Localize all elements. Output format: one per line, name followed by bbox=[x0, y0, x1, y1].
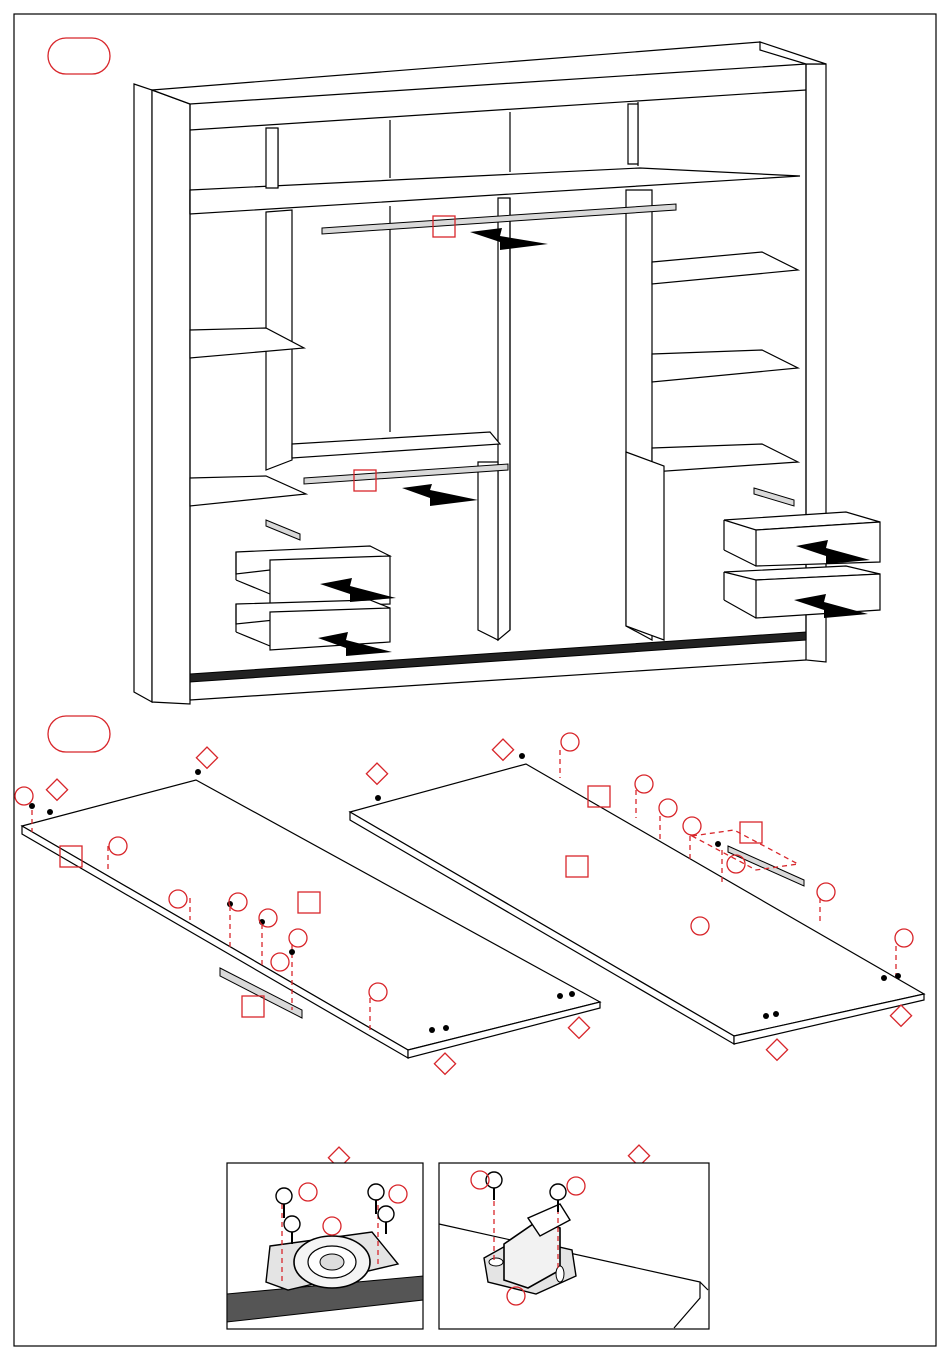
left-side-panel-front bbox=[152, 90, 190, 704]
screw-icon bbox=[569, 991, 575, 997]
screw-icon bbox=[47, 809, 53, 815]
left-side-panel bbox=[134, 84, 152, 702]
upper-shelf bbox=[190, 168, 800, 214]
step-2 bbox=[15, 716, 924, 1074]
callout-circle bbox=[895, 929, 913, 947]
screw-icon bbox=[715, 841, 721, 847]
screw-icon bbox=[289, 949, 295, 955]
callout-diamond bbox=[366, 763, 387, 784]
screw-icon bbox=[195, 769, 201, 775]
push-arrow-icon bbox=[402, 484, 478, 506]
drawer-slide-left bbox=[266, 520, 300, 540]
center-shelf bbox=[292, 432, 500, 458]
callout-circle bbox=[817, 883, 835, 901]
callout-diamond bbox=[890, 1005, 911, 1026]
screw-icon bbox=[773, 1011, 779, 1017]
callout-circle bbox=[683, 817, 701, 835]
left-shelf-2 bbox=[190, 476, 306, 506]
top-panel bbox=[152, 42, 806, 104]
callout-square bbox=[740, 822, 762, 843]
drawer-right-bottom bbox=[724, 566, 880, 618]
right-shelf-1 bbox=[652, 252, 798, 284]
right-lower-cabinet bbox=[626, 452, 664, 640]
screw-icon bbox=[29, 803, 35, 809]
callout-square bbox=[242, 996, 264, 1017]
wardrobe-carcass bbox=[134, 42, 880, 704]
callout-diamond bbox=[434, 1053, 455, 1074]
screw-icon bbox=[443, 1025, 449, 1031]
step-1 bbox=[48, 38, 880, 704]
callout-circle bbox=[15, 787, 33, 805]
callout-diamond bbox=[46, 779, 67, 800]
divider-center bbox=[498, 198, 510, 640]
screw-icon bbox=[429, 1027, 435, 1033]
step-2-badge bbox=[48, 716, 110, 752]
right-shelf-2 bbox=[652, 350, 798, 382]
screw-icon bbox=[519, 753, 525, 759]
detail-box-runner-plate bbox=[227, 1147, 423, 1329]
door-guide-rail bbox=[728, 846, 804, 886]
callout-diamond bbox=[568, 1017, 589, 1038]
callout-circle bbox=[659, 799, 677, 817]
screw-icon bbox=[895, 973, 901, 979]
callout-circle bbox=[635, 775, 653, 793]
callout-circle bbox=[727, 855, 745, 873]
callout-circle bbox=[561, 733, 579, 751]
drawer-slide-right bbox=[754, 488, 794, 506]
screw-icon bbox=[763, 1013, 769, 1019]
drawer-left-bottom bbox=[236, 600, 390, 650]
callout-diamond bbox=[492, 739, 513, 760]
callout-diamond bbox=[766, 1039, 787, 1060]
callout-diamond bbox=[196, 747, 217, 768]
screw-icon bbox=[881, 975, 887, 981]
step-1-badge bbox=[48, 38, 110, 74]
right-shelf-3 bbox=[652, 444, 798, 472]
screw-icon bbox=[557, 993, 563, 999]
screw-icon bbox=[375, 795, 381, 801]
detail-box-top-guide-bracket bbox=[439, 1145, 709, 1329]
